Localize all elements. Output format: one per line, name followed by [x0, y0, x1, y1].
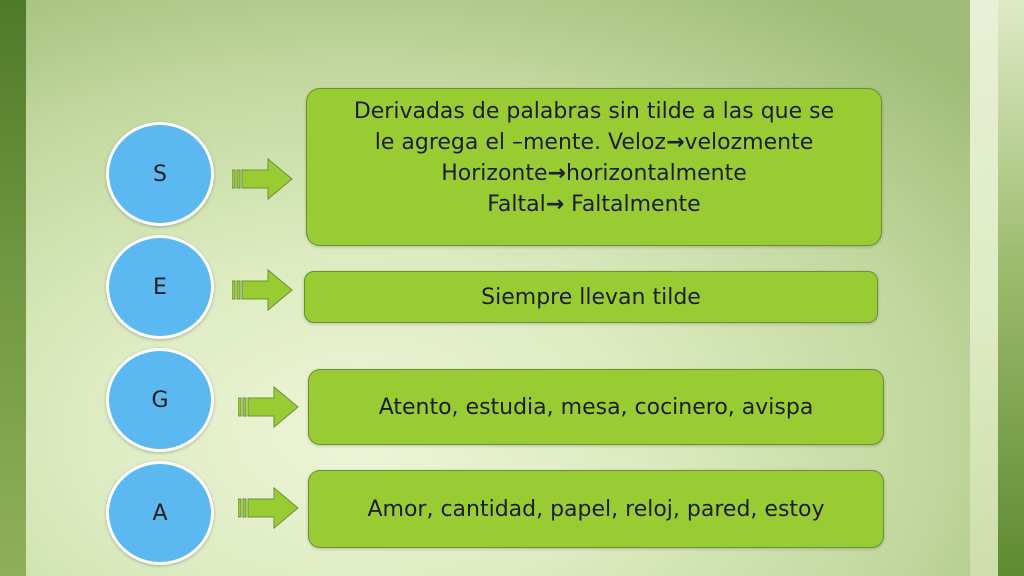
circle-g-label: G — [151, 387, 169, 413]
arrow-icon: → — [666, 130, 685, 155]
box-g-text: Atento, estudia, mesa, cocinero, avispa — [378, 394, 814, 420]
arrow-right-icon — [238, 486, 299, 530]
box-g: Atento, estudia, mesa, cocinero, avispa — [308, 369, 884, 445]
box-s-line-2: le agrega el –mente. Veloz→velozmente — [374, 130, 814, 155]
circle-g: G — [106, 348, 214, 452]
arrow-icon: → — [545, 192, 565, 217]
right-accent-bar — [998, 0, 1024, 576]
circle-a-label: A — [152, 500, 168, 526]
box-e: Siempre llevan tilde — [304, 271, 878, 323]
arrow-icon: → — [547, 161, 566, 186]
arrow-right-icon — [238, 385, 299, 429]
right-light-bar — [970, 0, 998, 576]
circle-s: S — [106, 122, 214, 226]
box-s-line-4: Faltal→ Faltalmente — [487, 192, 701, 217]
box-a-text: Amor, cantidad, papel, reloj, pared, est… — [367, 496, 825, 522]
arrow-right-icon — [232, 157, 293, 201]
box-a: Amor, cantidad, papel, reloj, pared, est… — [308, 470, 884, 548]
arrow-right-icon — [232, 268, 293, 312]
left-accent-bar — [0, 0, 26, 576]
box-s-line-3: Horizonte→horizontalmente — [441, 161, 747, 186]
box-e-text: Siempre llevan tilde — [481, 284, 701, 310]
box-s-line-1: Derivadas de palabras sin tilde a las qu… — [353, 99, 835, 124]
circle-s-label: S — [153, 161, 167, 187]
box-s: Derivadas de palabras sin tilde a las qu… — [306, 88, 882, 246]
circle-e: E — [106, 235, 214, 339]
circle-e-label: E — [153, 274, 167, 300]
circle-a: A — [106, 461, 214, 565]
